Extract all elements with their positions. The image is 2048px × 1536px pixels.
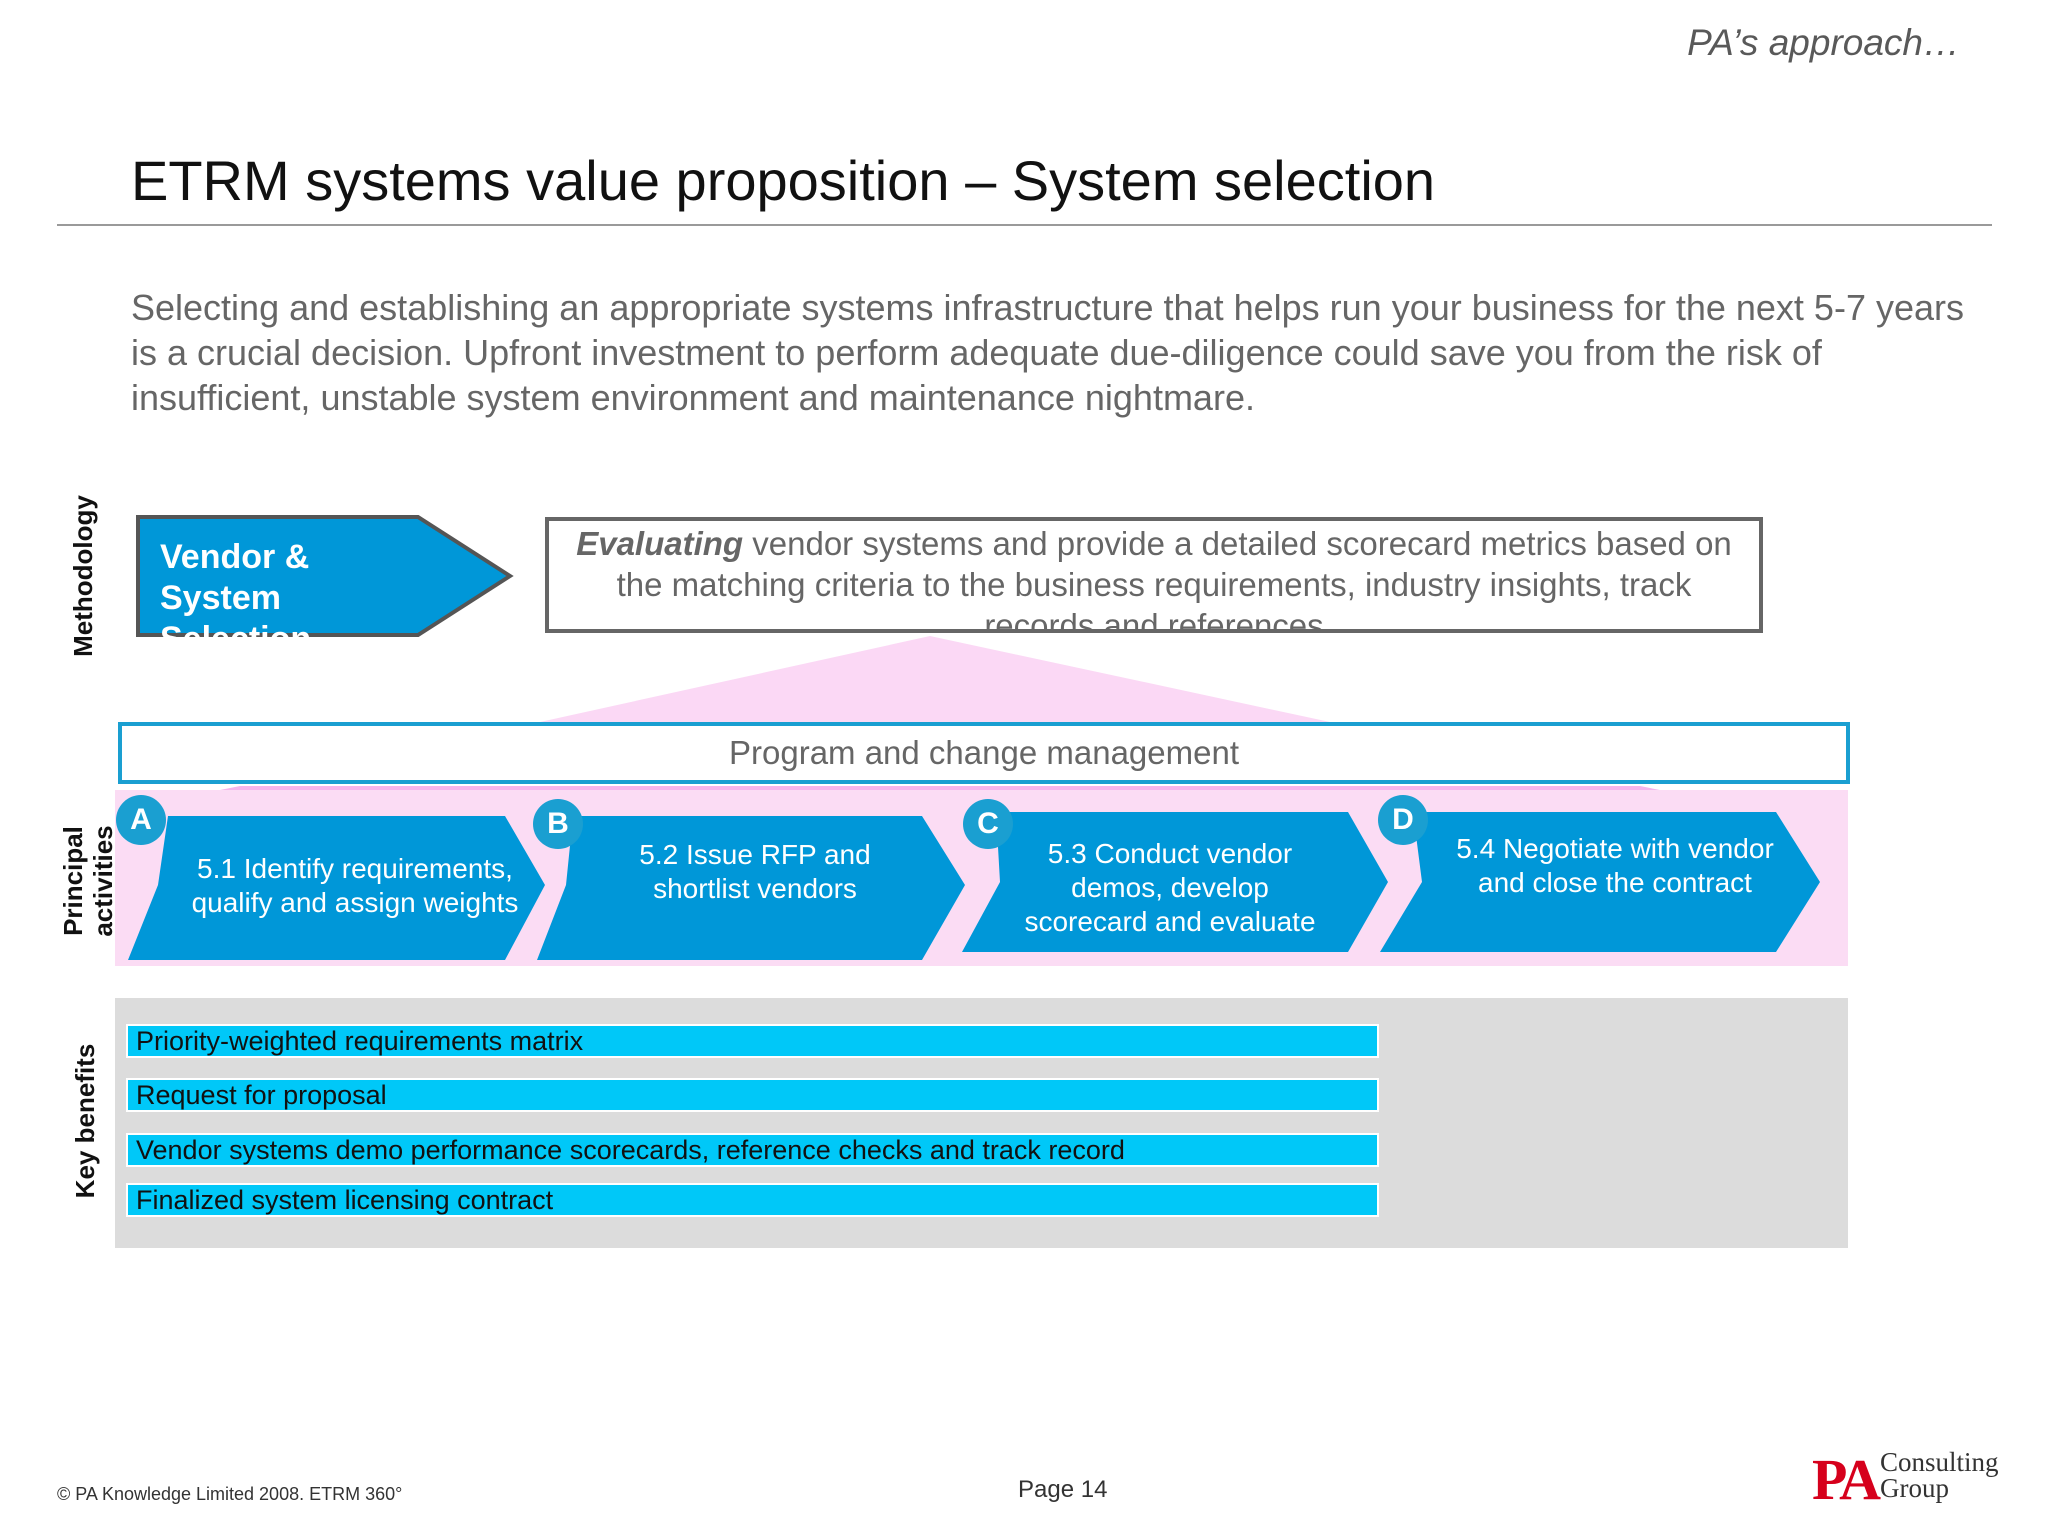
tagline: PA’s approach… <box>1687 22 1960 63</box>
step-a-text: 5.1 Identify requirements, qualify and a… <box>180 846 530 926</box>
step-b-line2: shortlist vendors <box>653 873 857 904</box>
step-c-line1: 5.3 Conduct vendor <box>1047 838 1293 869</box>
page-title: ETRM systems value proposition – System … <box>131 149 1436 212</box>
step-d-badge: D <box>1378 795 1428 845</box>
step-b-badge: B <box>533 799 583 849</box>
step-a-line1: 5.1 Identify requirements, <box>197 853 513 884</box>
description-emphasis: Evaluating <box>576 525 744 562</box>
step-d-line1: 5.4 Negotiate with vendor <box>1456 833 1774 864</box>
chevron-b <box>537 816 965 960</box>
methodology-label-line1: Vendor & System <box>160 538 310 617</box>
intro-paragraph: Selecting and establishing an appropriat… <box>131 287 1964 418</box>
step-a-line2: qualify and assign weights <box>191 887 519 918</box>
methodology-description-box: Evaluating vendor systems and provide a … <box>545 517 1763 633</box>
logo-line1: Consulting <box>1880 1447 1999 1477</box>
title-divider <box>57 224 1992 226</box>
methodology-arrow <box>136 515 514 637</box>
logo-line2: Group <box>1880 1473 1949 1503</box>
funnel-shape <box>540 636 1330 722</box>
methodology-label-line2: Selection <box>160 620 312 658</box>
benefit-item: Priority-weighted requirements matrix <box>126 1024 1379 1058</box>
step-d-text: 5.4 Negotiate with vendor and close the … <box>1440 826 1790 906</box>
step-d-line2: and close the contract <box>1478 867 1752 898</box>
copyright-notice: © PA Knowledge Limited 2008. ETRM 360° <box>57 1484 403 1504</box>
benefit-item: Request for proposal <box>126 1078 1379 1112</box>
pa-logo-wordmark: Consulting Group <box>1880 1447 1999 1503</box>
chevron-a <box>128 816 545 960</box>
step-c-text: 5.3 Conduct vendor demos, develop scorec… <box>1010 836 1330 940</box>
program-management-bar: Program and change management <box>118 722 1850 784</box>
chevron-d <box>1380 812 1820 952</box>
benefit-item: Vendor systems demo performance scorecar… <box>126 1133 1379 1167</box>
step-a-badge: A <box>116 795 166 845</box>
description-text: vendor systems and provide a detailed sc… <box>616 525 1732 633</box>
benefit-item: Finalized system licensing contract <box>126 1183 1379 1217</box>
step-b-line1: 5.2 Issue RFP and <box>639 839 871 870</box>
step-c-line2: demos, develop <box>1071 872 1269 903</box>
step-c-badge: C <box>963 799 1013 849</box>
page-number: Page 14 <box>1018 1476 1108 1503</box>
step-c-line3: scorecard and evaluate <box>1024 906 1316 937</box>
pa-logo-mark: PA <box>1812 1447 1881 1512</box>
chevron-c <box>962 812 1388 952</box>
step-b-text: 5.2 Issue RFP and shortlist vendors <box>595 832 915 912</box>
methodology-label: Vendor & System Selection <box>160 537 420 660</box>
